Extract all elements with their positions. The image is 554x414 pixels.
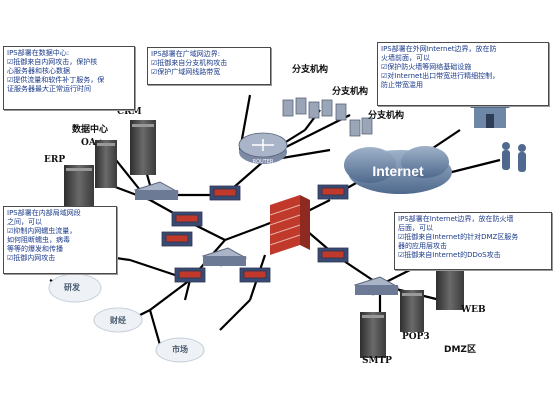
note-datacenter: IPS部署在数据中心: ☑抵御来自内网攻击，保护核 心服务器和核心数据 ☑提供流…: [3, 46, 135, 110]
note-internet-bottom-title: IPS部署在Internet边界，放在防火墙: [398, 215, 514, 223]
note-internal-line: 等等的爆发和传播: [7, 245, 63, 253]
note-wan-line: ☑抵御来自分支机构攻击: [151, 59, 228, 67]
server-smtp: [360, 312, 386, 358]
internet-cloud: Internet: [344, 146, 452, 194]
label-market: 市场: [172, 345, 188, 354]
note-datacenter-line: 证服务器最大正常运行时间: [7, 85, 91, 93]
note-internal-title: IPS部署在内部局域网段: [7, 209, 81, 217]
firewall: [269, 195, 310, 255]
note-datacenter-line: ☑提供流量和软件补丁服务，保: [7, 76, 105, 84]
note-internet-top-line: ☑保护防火墙等网络基础设施: [381, 63, 472, 71]
router-label: ROUTER: [253, 159, 274, 165]
router: ROUTER: [238, 132, 288, 165]
note-internet-top-line: 火墙前面，可以: [381, 54, 430, 62]
note-internet-bottom-line: ☑抵御来自Internet的针对DMZ区服务: [398, 233, 519, 241]
label-finance: 财经: [110, 316, 126, 325]
label-branch-1: 分支机构: [292, 65, 329, 75]
server-oa: [95, 140, 117, 188]
note-internal-line: ☑抵御内网攻击: [7, 254, 56, 262]
branch-servers: [282, 97, 373, 137]
note-internet-bottom-line: ☑抵御来自Internet的DDoS攻击: [398, 251, 501, 259]
note-internal-line: 之间，可以: [7, 218, 42, 226]
server-pop3: [400, 290, 424, 332]
note-wan: IPS部署在广域网边界: ☑抵御来自分支机构攻击 ☑保护广域网线路带宽: [147, 47, 271, 85]
ips-internet-bottom: [317, 247, 349, 263]
lan-clouds: [48, 273, 205, 363]
note-wan-title: IPS部署在广域网边界:: [151, 50, 221, 58]
label-branch-3: 分支机构: [368, 111, 405, 121]
note-internet-top: IPS部署在外网Internet边界，放在防 火墙前面，可以 ☑保护防火墙等网络…: [377, 42, 549, 106]
switches: [133, 181, 400, 296]
note-internet-top-line: ☑对Internet出口带宽进行精细控制，: [381, 72, 500, 80]
ips-lan-2: [174, 267, 206, 283]
label-pop3: POP3: [402, 332, 430, 342]
server-erp: [64, 165, 94, 213]
note-internal-line: ☑抑制内网蠕虫流量，: [7, 227, 77, 235]
ips-datacenter: [171, 211, 203, 227]
label-web: WEB: [461, 305, 486, 315]
users-icon: [502, 142, 526, 172]
note-internet-bottom: IPS部署在Internet边界，放在防火墙 后面，可以 ☑抵御来自Intern…: [394, 212, 552, 270]
note-internal-line: 如何阻断蠕虫，病毒: [7, 236, 70, 244]
label-datacenter: 数据中心: [72, 125, 109, 135]
ips-internet-top: [317, 184, 349, 200]
label-erp: ERP: [44, 155, 66, 165]
note-datacenter-title: IPS部署在数据中心:: [7, 49, 70, 57]
label-oa: OA: [81, 138, 96, 148]
note-internet-bottom-line: 器的应用层攻击: [398, 242, 447, 250]
ips-devices: [161, 184, 349, 283]
switch-dmz: [353, 276, 400, 296]
label-branch-2: 分支机构: [332, 87, 369, 97]
note-datacenter-line: 心服务器和核心数据: [7, 67, 70, 75]
note-datacenter-line: ☑抵御来自内网攻击，保护核: [7, 58, 98, 66]
switch-core: [201, 247, 248, 267]
note-internet-bottom-line: 后面，可以: [398, 224, 433, 232]
label-smtp: SMTP: [362, 356, 392, 366]
label-crm: CRM: [117, 107, 142, 117]
server-crm: [130, 120, 156, 175]
switch-datacenter: [133, 181, 180, 201]
label-dmz: DMZ区: [444, 345, 476, 355]
note-internet-top-title: IPS部署在外网Internet边界，放在防: [381, 45, 497, 53]
note-internet-top-line: 防止带宽滥用: [381, 81, 423, 89]
internet-label: Internet: [372, 163, 424, 179]
ips-lan-1: [161, 231, 193, 247]
label-rd: 研发: [64, 283, 80, 292]
note-wan-line: ☑保护广域网线路带宽: [151, 68, 221, 76]
ips-wan: [209, 185, 241, 201]
note-internal: IPS部署在内部局域网段 之间，可以 ☑抑制内网蠕虫流量， 如何阻断蠕虫，病毒 …: [3, 206, 117, 274]
ips-lan-3: [239, 267, 271, 283]
